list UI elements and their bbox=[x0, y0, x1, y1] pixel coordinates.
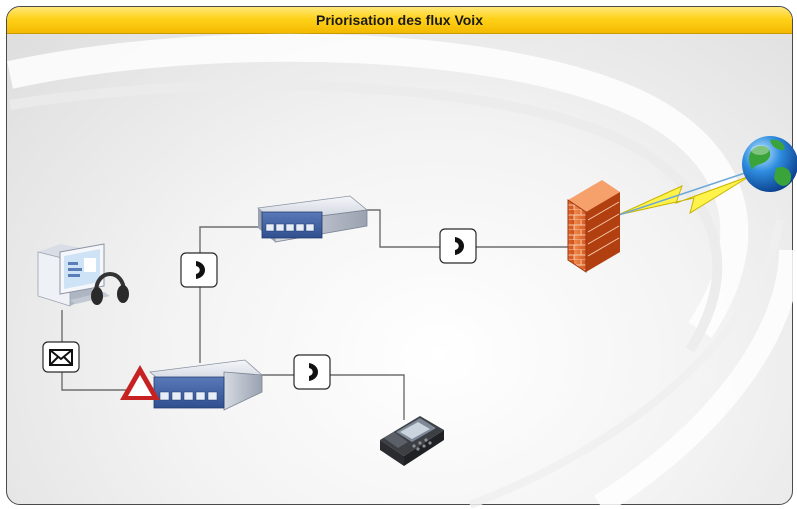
diagram-title: Priorisation des flux Voix bbox=[315, 12, 483, 28]
mail-badge-icon bbox=[42, 341, 80, 373]
globe-icon bbox=[742, 136, 797, 192]
title-bar: Priorisation des flux Voix bbox=[7, 7, 792, 34]
workstation-headset-icon bbox=[37, 243, 129, 307]
desk-phone-icon bbox=[380, 416, 444, 466]
firewall-icon bbox=[567, 180, 620, 273]
switch-upper-icon bbox=[257, 195, 368, 243]
line-lower-switch-to-upper-switch bbox=[199, 226, 258, 363]
switch-lower-icon bbox=[149, 359, 263, 411]
warning-triangle-icon bbox=[120, 365, 160, 400]
line-workstation-to-switch bbox=[61, 310, 150, 391]
phone-badge-icon bbox=[180, 252, 218, 288]
phone-badge-icon bbox=[439, 228, 477, 264]
line-lower-switch-to-deskphone bbox=[262, 374, 405, 420]
phone-badge-icon bbox=[293, 354, 331, 390]
background-swooshes bbox=[7, 33, 797, 509]
